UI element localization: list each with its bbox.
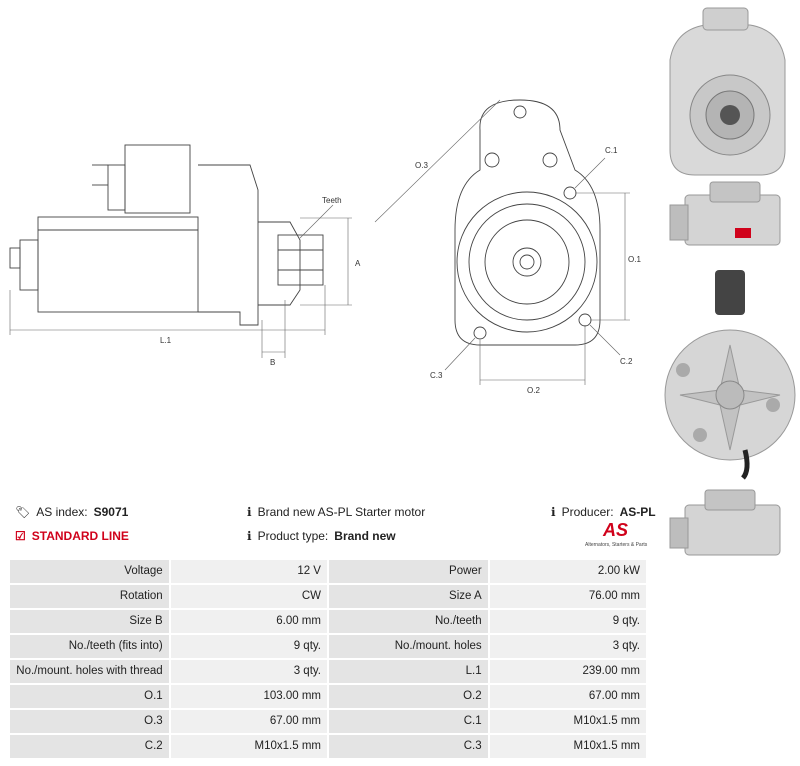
photo-rear-view bbox=[664, 270, 796, 480]
front-dimension-lines bbox=[374, 99, 630, 385]
tag-icon: 🏷 bbox=[15, 505, 31, 519]
spec-label: Size A bbox=[328, 585, 488, 608]
spec-value: 239.00 mm bbox=[489, 660, 646, 683]
spec-value: 6.00 mm bbox=[170, 610, 327, 633]
teeth-label: Teeth bbox=[322, 196, 342, 205]
spec-table: Voltage 12 V Power 2.00 kW Rotation CW S… bbox=[8, 558, 648, 760]
spec-value: 3 qty. bbox=[489, 635, 646, 658]
table-row: C.2 M10x1.5 mm C.3 M10x1.5 mm bbox=[10, 735, 646, 758]
spec-value: M10x1.5 mm bbox=[489, 710, 646, 733]
checkbox-icon: ☑ bbox=[15, 529, 26, 543]
spec-value: 76.00 mm bbox=[489, 585, 646, 608]
as-index: 🏷 AS index: S9071 bbox=[15, 505, 128, 519]
spec-value: 67.00 mm bbox=[170, 710, 327, 733]
spec-label: L.1 bbox=[328, 660, 488, 683]
spec-label: C.3 bbox=[328, 735, 488, 758]
info-icon: ℹ︎ bbox=[247, 505, 252, 519]
table-row: O.1 103.00 mm O.2 67.00 mm bbox=[10, 685, 646, 708]
spec-label: Voltage bbox=[10, 560, 169, 583]
dim-c2-label: C.2 bbox=[620, 357, 633, 366]
spec-label: C.1 bbox=[328, 710, 488, 733]
spec-value: 9 qty. bbox=[489, 610, 646, 633]
table-row: No./mount. holes with thread 3 qty. L.1 … bbox=[10, 660, 646, 683]
spec-label: No./teeth (fits into) bbox=[10, 635, 169, 658]
spec-value: CW bbox=[170, 585, 327, 608]
dim-b-label: B bbox=[270, 358, 275, 367]
spec-label: C.2 bbox=[10, 735, 169, 758]
spec-label: No./mount. holes with thread bbox=[10, 660, 169, 683]
spec-label: O.2 bbox=[328, 685, 488, 708]
spec-value: M10x1.5 mm bbox=[170, 735, 327, 758]
table-row: O.3 67.00 mm C.1 M10x1.5 mm bbox=[10, 710, 646, 733]
photo-side-view bbox=[669, 181, 781, 246]
photo-front-view bbox=[669, 7, 786, 176]
spec-value: 103.00 mm bbox=[170, 685, 327, 708]
product-type-value: Brand new bbox=[334, 529, 396, 543]
dim-o1-label: O.1 bbox=[628, 255, 641, 264]
table-row: No./teeth (fits into) 9 qty. No./mount. … bbox=[10, 635, 646, 658]
spec-value: 67.00 mm bbox=[489, 685, 646, 708]
side-view-drawing bbox=[9, 144, 324, 326]
description: ℹ︎ Brand new AS-PL Starter motor bbox=[247, 505, 425, 519]
producer-label: Producer: bbox=[561, 505, 614, 519]
producer-value: AS-PL bbox=[619, 505, 656, 519]
spec-label: O.1 bbox=[10, 685, 169, 708]
dim-l1-label: L.1 bbox=[160, 336, 172, 345]
technical-drawing: Teeth A B L.1 O.1 O.2 O.3 C.1 C.2 C.3 bbox=[9, 99, 641, 395]
product-type: ℹ︎ Product type: Brand new bbox=[247, 529, 396, 543]
product-photos bbox=[664, 7, 796, 556]
dim-c3-label: C.3 bbox=[430, 371, 443, 380]
spec-label: Size B bbox=[10, 610, 169, 633]
dim-c1-label: C.1 bbox=[605, 146, 618, 155]
table-row: Size B 6.00 mm No./teeth 9 qty. bbox=[10, 610, 646, 633]
as-pl-logo: AS Alternators, Starters & Parts bbox=[585, 520, 651, 552]
spec-value: 2.00 kW bbox=[489, 560, 646, 583]
table-row: Voltage 12 V Power 2.00 kW bbox=[10, 560, 646, 583]
dim-a-label: A bbox=[355, 259, 361, 268]
info-icon: ℹ︎ bbox=[247, 529, 252, 543]
as-index-value: S9071 bbox=[93, 505, 129, 519]
spec-value: 12 V bbox=[170, 560, 327, 583]
product-type-label: Product type: bbox=[257, 529, 329, 543]
as-index-label: AS index: bbox=[36, 505, 88, 519]
side-dimension-lines bbox=[9, 204, 352, 358]
front-view-drawing bbox=[454, 99, 601, 346]
standard-line: ☑ STANDARD LINE bbox=[15, 529, 129, 543]
photo-angle-view bbox=[669, 489, 781, 556]
spec-label: No./mount. holes bbox=[328, 635, 488, 658]
spec-value: M10x1.5 mm bbox=[489, 735, 646, 758]
spec-label: Power bbox=[328, 560, 488, 583]
producer: ℹ︎ Producer: AS-PL bbox=[551, 505, 656, 519]
description-text: Brand new AS-PL Starter motor bbox=[257, 505, 426, 519]
logo-mark: AS bbox=[603, 520, 629, 540]
spec-label: No./teeth bbox=[328, 610, 488, 633]
dim-o2-label: O.2 bbox=[527, 386, 540, 395]
info-icon: ℹ︎ bbox=[551, 505, 556, 519]
product-info: 🏷 AS index: S9071 ☑ STANDARD LINE ℹ︎ Bra… bbox=[15, 505, 656, 550]
spec-value: 9 qty. bbox=[170, 635, 327, 658]
logo-tagline: Alternators, Starters & Parts bbox=[585, 542, 648, 548]
spec-label: Rotation bbox=[10, 585, 169, 608]
dim-o3-label: O.3 bbox=[415, 161, 428, 170]
spec-value: 3 qty. bbox=[170, 660, 327, 683]
table-row: Rotation CW Size A 76.00 mm bbox=[10, 585, 646, 608]
standard-line-label: STANDARD LINE bbox=[31, 529, 129, 543]
spec-label: O.3 bbox=[10, 710, 169, 733]
